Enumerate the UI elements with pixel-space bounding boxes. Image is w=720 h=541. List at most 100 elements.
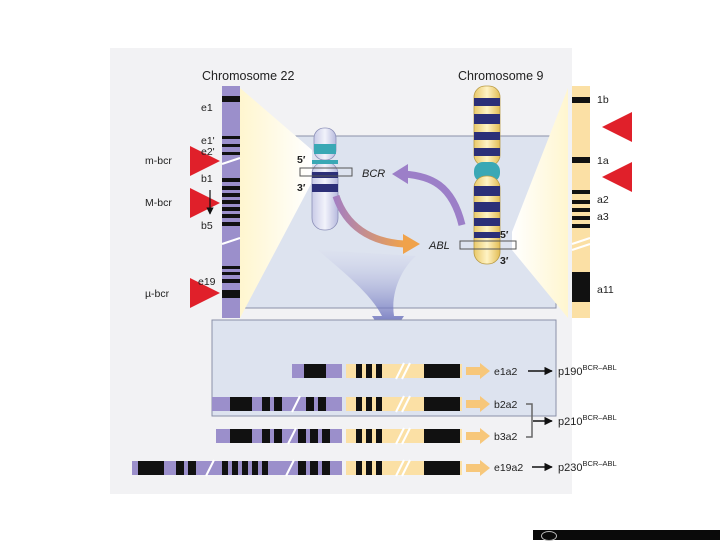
protein-p210-sup: BCR–ABL xyxy=(582,413,616,422)
exon-band xyxy=(222,178,240,182)
region-label-m-bcr: m-bcr xyxy=(145,155,172,167)
break-mark xyxy=(401,395,411,413)
exon-band xyxy=(376,364,382,378)
protein-p190-sup: BCR–ABL xyxy=(582,363,616,372)
exon-band xyxy=(366,429,372,443)
orange-arrow-icon xyxy=(466,428,490,444)
exon-band xyxy=(304,364,326,378)
exon-band xyxy=(424,461,460,475)
exon-band xyxy=(222,200,240,204)
exon-band xyxy=(572,190,590,194)
exon-label-1a: 1a xyxy=(597,155,609,167)
exon-band xyxy=(376,461,382,475)
gene-label-abl: ABL xyxy=(428,240,450,252)
exon-band xyxy=(262,461,268,475)
exon-band xyxy=(138,461,164,475)
exon-band xyxy=(274,429,282,443)
orange-arrow-icon xyxy=(466,460,490,476)
exon-band xyxy=(222,272,240,275)
transcript-b2a2: b2a2 xyxy=(494,399,518,411)
exon-band xyxy=(252,461,258,475)
transcript-row xyxy=(216,427,490,445)
break-mark xyxy=(221,157,241,165)
bracket-b2a2-b3a2 xyxy=(526,403,533,438)
break-mark xyxy=(395,362,405,380)
blue-down-arrow-icon xyxy=(318,250,416,340)
exon-band xyxy=(222,290,240,298)
exon-band xyxy=(298,429,306,443)
exon-band xyxy=(366,397,372,411)
exon-band xyxy=(222,207,240,211)
exon-band xyxy=(222,144,240,147)
exon-band xyxy=(424,364,460,378)
exon-label-a2: a2 xyxy=(597,194,609,206)
chr22-five-prime: 5′ xyxy=(297,154,306,166)
exon-label-1b: 1b xyxy=(597,94,609,106)
transcript-row xyxy=(132,459,490,477)
protein-p210: p210BCR–ABL xyxy=(558,413,617,428)
exon-band xyxy=(230,429,252,443)
gene-label-bcr: BCR xyxy=(362,168,385,180)
exon-band xyxy=(376,397,382,411)
exon-label-a11: a11 xyxy=(597,284,614,296)
exon-band xyxy=(230,397,252,411)
orange-curved-arrow-icon xyxy=(332,194,405,248)
chromosome-22-title: Chromosome 22 xyxy=(202,69,294,83)
exon-band xyxy=(222,152,240,155)
exon-band xyxy=(376,429,382,443)
protein-p210-base: p210 xyxy=(558,416,582,428)
chromosome-9-title: Chromosome 9 xyxy=(458,69,543,83)
break-mark xyxy=(285,459,295,477)
abl-breakpoint-box xyxy=(459,240,517,250)
region-label-mu-bcr: µ-bcr xyxy=(145,288,170,300)
exon-band xyxy=(262,397,270,411)
purple-curved-arrow-icon xyxy=(403,170,466,226)
protein-p190-base: p190 xyxy=(558,366,582,378)
break-mark xyxy=(395,459,405,477)
chr22-bands xyxy=(221,96,241,298)
bcr-breakpoint-box xyxy=(299,167,353,177)
exon-band xyxy=(222,266,240,269)
exon-band xyxy=(366,461,372,475)
exon-band xyxy=(572,200,590,204)
exon-band xyxy=(222,96,240,102)
exon-band xyxy=(572,216,590,220)
exon-band xyxy=(356,397,362,411)
break-mark xyxy=(221,237,241,245)
chr22-zoom-fan xyxy=(240,88,312,318)
purple-curved-arrow-head xyxy=(392,164,408,184)
transcript-row xyxy=(292,362,490,380)
protein-p230-sup: BCR–ABL xyxy=(582,459,616,468)
exon-band xyxy=(188,461,196,475)
exon-label-b1: b1 xyxy=(201,173,213,185)
exon-label-a3: a3 xyxy=(597,211,609,223)
exon-band xyxy=(222,136,240,139)
exon-band xyxy=(232,461,238,475)
break-mark xyxy=(571,243,591,251)
chr9-five-prime: 5′ xyxy=(500,229,509,241)
protein-p230: p230BCR–ABL xyxy=(558,459,617,474)
exon-band xyxy=(310,461,318,475)
exon-band xyxy=(322,461,330,475)
chr22-three-prime: 3′ xyxy=(297,182,306,194)
break-mark xyxy=(401,459,411,477)
exon-band xyxy=(318,397,326,411)
exon-band xyxy=(176,461,184,475)
break-mark xyxy=(287,427,297,445)
protein-p190: p190BCR–ABL xyxy=(558,363,617,378)
transcript-e19a2: e19a2 xyxy=(494,462,523,474)
transcript-row xyxy=(212,395,490,413)
transcript-b3a2: b3a2 xyxy=(494,431,518,443)
exon-band xyxy=(366,364,372,378)
exon-label-b5: b5 xyxy=(201,220,213,232)
break-mark xyxy=(205,459,215,477)
protein-p230-base: p230 xyxy=(558,462,582,474)
exon-band xyxy=(222,214,240,218)
chr9-three-prime: 3′ xyxy=(500,255,509,267)
chromosome-22-ideogram xyxy=(311,127,339,231)
exon-band xyxy=(298,461,306,475)
exon-band xyxy=(274,397,282,411)
exon-band xyxy=(222,461,228,475)
transcript-rows xyxy=(132,362,490,477)
